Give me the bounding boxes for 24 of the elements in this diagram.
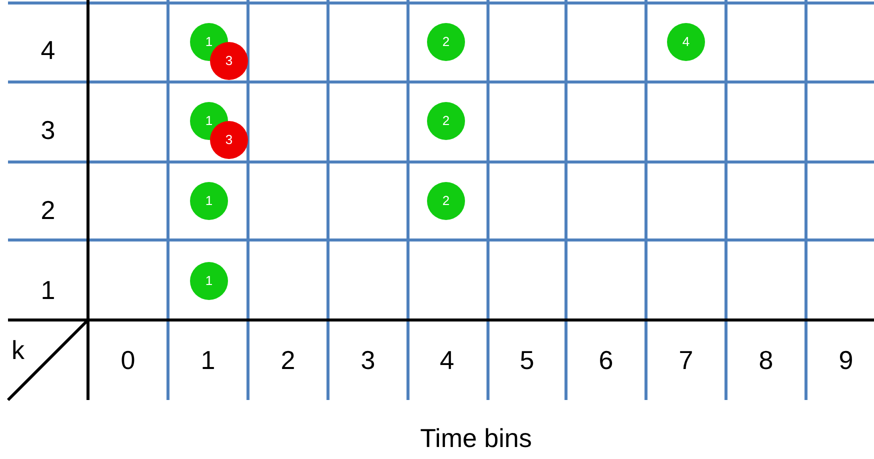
column-number: 3 xyxy=(360,345,376,375)
numbered-dot: 2 xyxy=(427,23,465,61)
column-number: 1 xyxy=(200,345,216,375)
column-number: 9 xyxy=(838,345,854,375)
column-number: 0 xyxy=(120,345,136,375)
axis-label: k xyxy=(12,335,24,365)
row-number: 4 xyxy=(40,35,56,65)
column-number: 6 xyxy=(598,345,614,375)
row-number: 1 xyxy=(40,275,56,305)
numbered-dot: 2 xyxy=(427,102,465,140)
caption: Time bins xyxy=(420,423,532,453)
numbered-dot: 1 xyxy=(190,262,228,300)
numbered-dot: 4 xyxy=(667,23,705,61)
row-number: 2 xyxy=(40,195,56,225)
row-number: 3 xyxy=(40,115,56,145)
column-number: 2 xyxy=(280,345,296,375)
numbered-dot: 2 xyxy=(427,182,465,220)
numbered-dot: 3 xyxy=(210,121,248,159)
numbered-dot: 3 xyxy=(210,42,248,80)
numbered-dot: 1 xyxy=(190,182,228,220)
column-number: 4 xyxy=(440,345,454,375)
column-number: 8 xyxy=(758,345,774,375)
column-number: 7 xyxy=(678,345,694,375)
column-number: 5 xyxy=(520,345,534,375)
